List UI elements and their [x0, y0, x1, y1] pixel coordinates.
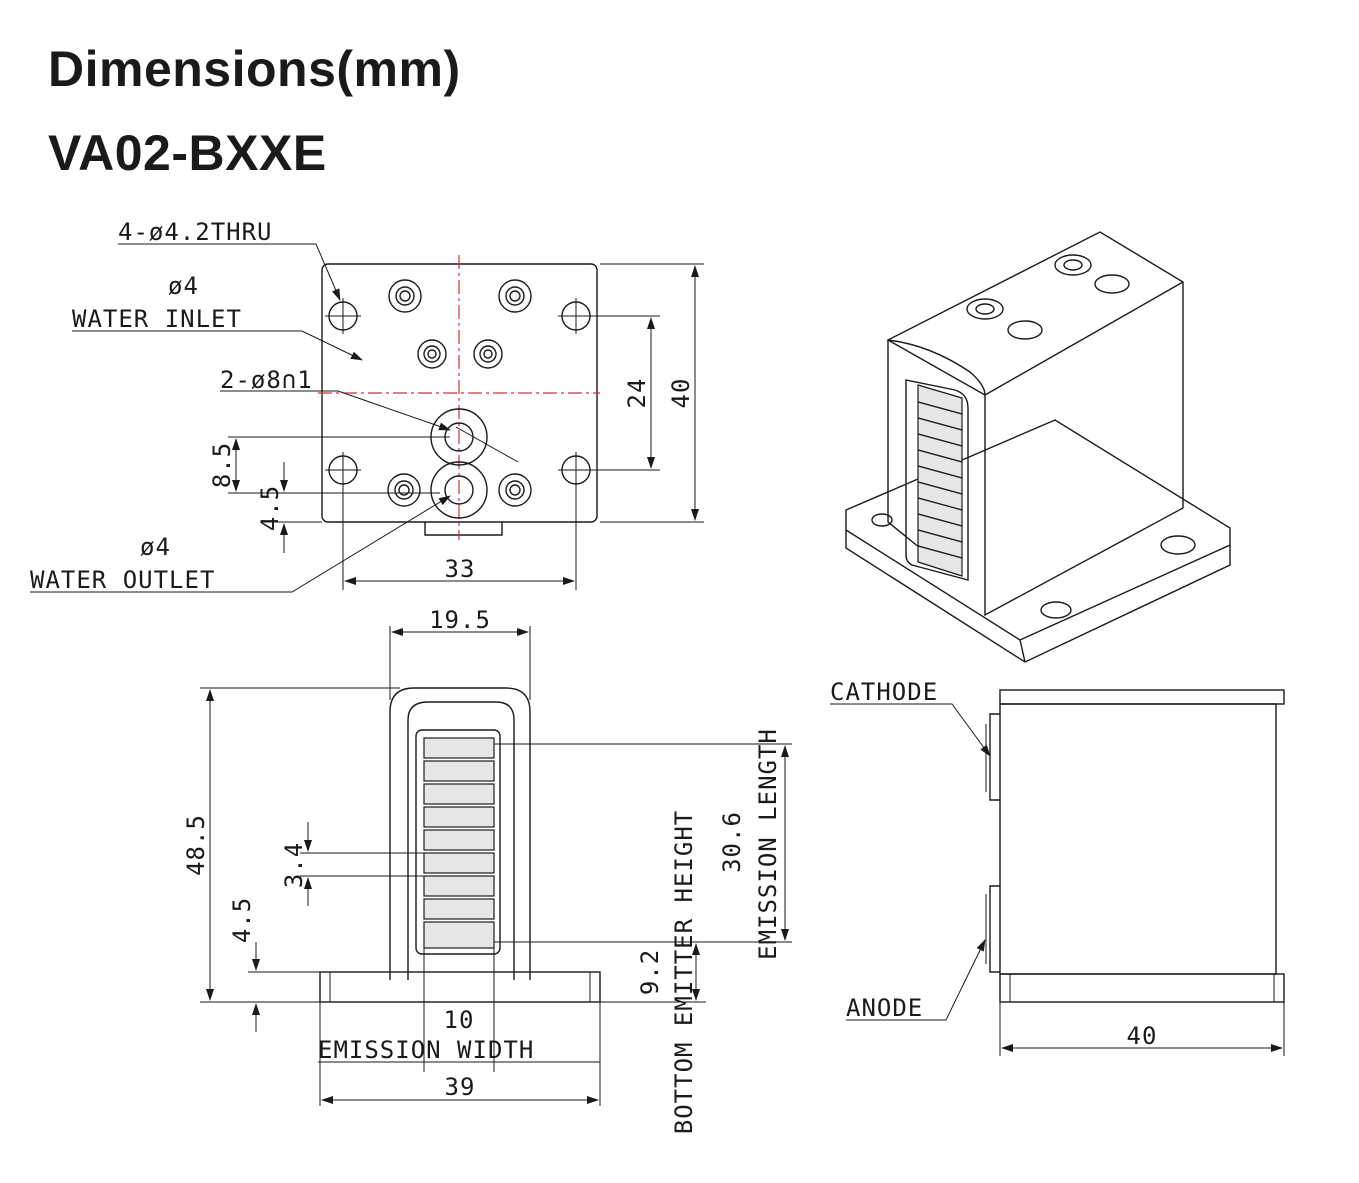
- top-view-tab: [424, 522, 503, 536]
- model-number: VA02-BXXE: [48, 125, 327, 181]
- front-base: [319, 971, 601, 1003]
- water-inlet-label: WATER INLET: [72, 305, 242, 333]
- isometric-view: [845, 231, 1231, 663]
- water-outlet-label: WATER OUTLET: [30, 566, 215, 594]
- front-view: 19.5 48.5 3.4 4.5 10 EMISSION WIDTH 39 3…: [182, 606, 792, 1134]
- anode-terminal: [989, 885, 1000, 973]
- dim-40-side-label: 40: [1127, 1022, 1158, 1050]
- dim-10-label: 10: [444, 1006, 475, 1034]
- side-body: [999, 703, 1277, 975]
- cathode-label: CATHODE: [830, 678, 938, 706]
- emission-width-label: EMISSION WIDTH: [318, 1036, 534, 1064]
- dim-39-label: 39: [445, 1073, 476, 1101]
- anode-label: ANODE: [846, 994, 923, 1022]
- dim-24-label: 24: [623, 378, 651, 409]
- screw-holes: [387, 279, 532, 507]
- front-emitter-bars: [423, 737, 495, 949]
- bottom-emitter-height-label: BOTTOM EMITTER HEIGHT: [670, 810, 698, 1134]
- cathode-terminal: [989, 713, 1000, 801]
- dim-19-5-label: 19.5: [429, 606, 491, 634]
- dim-33-label: 33: [445, 555, 476, 583]
- water-outlet-counterbore: [430, 461, 488, 519]
- iso-emitter-frame: [905, 379, 969, 581]
- thru-holes-label: 4-ø4.2THRU: [118, 218, 273, 246]
- outlet-diameter-label: ø4: [140, 533, 171, 561]
- top-view: 4-ø4.2THRU ø4 WATER INLET 2-ø8∩1 24 40 8…: [30, 218, 704, 594]
- side-top-cap: [999, 689, 1285, 705]
- front-emitter-window: [415, 729, 501, 955]
- front-body: [389, 687, 531, 980]
- dim-3-4-label: 3.4: [280, 842, 308, 888]
- dim-4-5-front-label: 4.5: [228, 897, 256, 943]
- emission-length-label: EMISSION LENGTH: [754, 728, 782, 960]
- inlet-diameter-label: ø4: [168, 272, 199, 300]
- dim-48-5-label: 48.5: [182, 814, 210, 876]
- dim-9-2-label: 9.2: [636, 949, 664, 995]
- page-title: Dimensions(mm): [48, 41, 461, 97]
- counterbore-label: 2-ø8∩1: [220, 366, 313, 394]
- iso-emitter-bars: [917, 384, 963, 577]
- water-outlet-hole: [444, 475, 474, 505]
- dim-40-top-label: 40: [667, 378, 695, 409]
- dim-4-5-top-label: 4.5: [256, 485, 284, 531]
- dim-30-6-label: 30.6: [718, 811, 746, 873]
- side-view: CATHODE ANODE 40: [830, 678, 1285, 1056]
- side-base: [999, 973, 1285, 1003]
- iso-base-plate: [845, 419, 1231, 641]
- dim-8-5-label: 8.5: [208, 442, 236, 488]
